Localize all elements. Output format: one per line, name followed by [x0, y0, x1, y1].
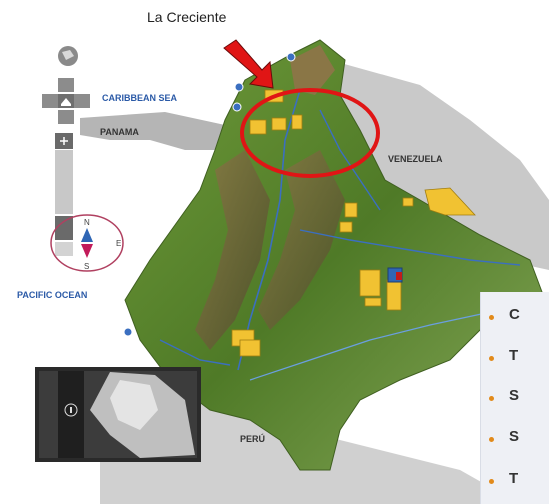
- highlight-ring: [240, 88, 380, 178]
- globe-highlight: [62, 50, 74, 60]
- label-panama: PANAMA: [100, 127, 139, 137]
- bullet-item: S: [509, 387, 520, 404]
- pointer-arrow: [223, 39, 274, 89]
- label-caribbean-sea: CARIBBEAN SEA: [102, 93, 178, 103]
- marker-dot: [234, 82, 244, 92]
- plus-icon: [60, 137, 68, 145]
- block-red-central: [396, 272, 402, 280]
- compass-south-arrow: [81, 244, 93, 258]
- compass-north-arrow: [81, 228, 93, 242]
- river-magdalena: [237, 89, 301, 371]
- bullet-item: T: [509, 470, 519, 487]
- bullet-item: S: [509, 428, 520, 445]
- block-llanos-small: [402, 197, 414, 207]
- zoom-slider-track[interactable]: [55, 150, 73, 214]
- pan-down-button[interactable]: [58, 110, 74, 124]
- block-central-b: [339, 221, 353, 233]
- neighbor-land-venezuela: [330, 60, 549, 270]
- andes-ridge-west: [195, 150, 270, 350]
- label-pacific-ocean: PACIFIC OCEAN: [17, 290, 87, 300]
- compass-ring: [50, 214, 124, 272]
- inset-info-panel: [58, 371, 84, 458]
- info-icon[interactable]: [64, 403, 78, 417]
- pan-right-button[interactable]: [74, 94, 90, 108]
- label-peru: PERÚ: [240, 433, 265, 444]
- home-icon: [61, 98, 71, 106]
- compass-rose: N S E: [50, 214, 124, 272]
- inset-locator-map: [35, 367, 201, 462]
- block-central-a: [344, 202, 358, 218]
- bullet-dot: [489, 315, 494, 320]
- bullet-panel: C T S S T: [480, 292, 549, 504]
- pan-left-button[interactable]: [42, 94, 58, 108]
- block-la-creciente-b: [249, 119, 267, 135]
- pan-up-button[interactable]: [58, 78, 74, 92]
- andes-ridge-east: [258, 150, 345, 330]
- marker-dot: [232, 102, 242, 112]
- land-colombia: [124, 39, 546, 471]
- zoom-out-button[interactable]: [55, 242, 73, 256]
- block-putumayo-b: [239, 339, 261, 357]
- bullet-item: C: [509, 306, 520, 323]
- block-south-a: [359, 269, 381, 297]
- block-south-b: [386, 279, 402, 311]
- river-putumayo: [159, 339, 231, 366]
- bullet-dot: [489, 396, 494, 401]
- compass-north-label: N: [84, 218, 90, 227]
- exploration-blocks: [231, 89, 476, 357]
- callout-label-la-creciente: La Creciente: [147, 9, 227, 25]
- bullet-item: T: [509, 347, 519, 364]
- block-llanos-large: [424, 187, 476, 216]
- block-south-c: [364, 297, 382, 307]
- sierra-nevada: [290, 45, 335, 95]
- block-la-creciente-d: [291, 114, 303, 130]
- marker-dot: [286, 52, 296, 62]
- block-la-creciente-c: [271, 117, 287, 131]
- bullet-dot: [489, 437, 494, 442]
- inset-highlight-colombia: [110, 380, 158, 430]
- map-navigation-widget: [42, 46, 90, 256]
- compass-east-label: E: [116, 239, 121, 248]
- compass-south-label: S: [84, 262, 89, 271]
- label-venezuela: VENEZUELA: [388, 154, 443, 164]
- location-markers: [123, 52, 296, 337]
- neighbor-land-panama: [80, 112, 225, 150]
- zoom-slider-handle[interactable]: [55, 216, 73, 240]
- river-caqueta: [249, 309, 501, 381]
- marker-dot: [123, 327, 133, 337]
- bullet-dot: [489, 479, 494, 484]
- info-icon-bar: [70, 407, 72, 413]
- river-cauca: [319, 109, 381, 211]
- bullet-dot: [489, 356, 494, 361]
- river-meta: [299, 229, 521, 266]
